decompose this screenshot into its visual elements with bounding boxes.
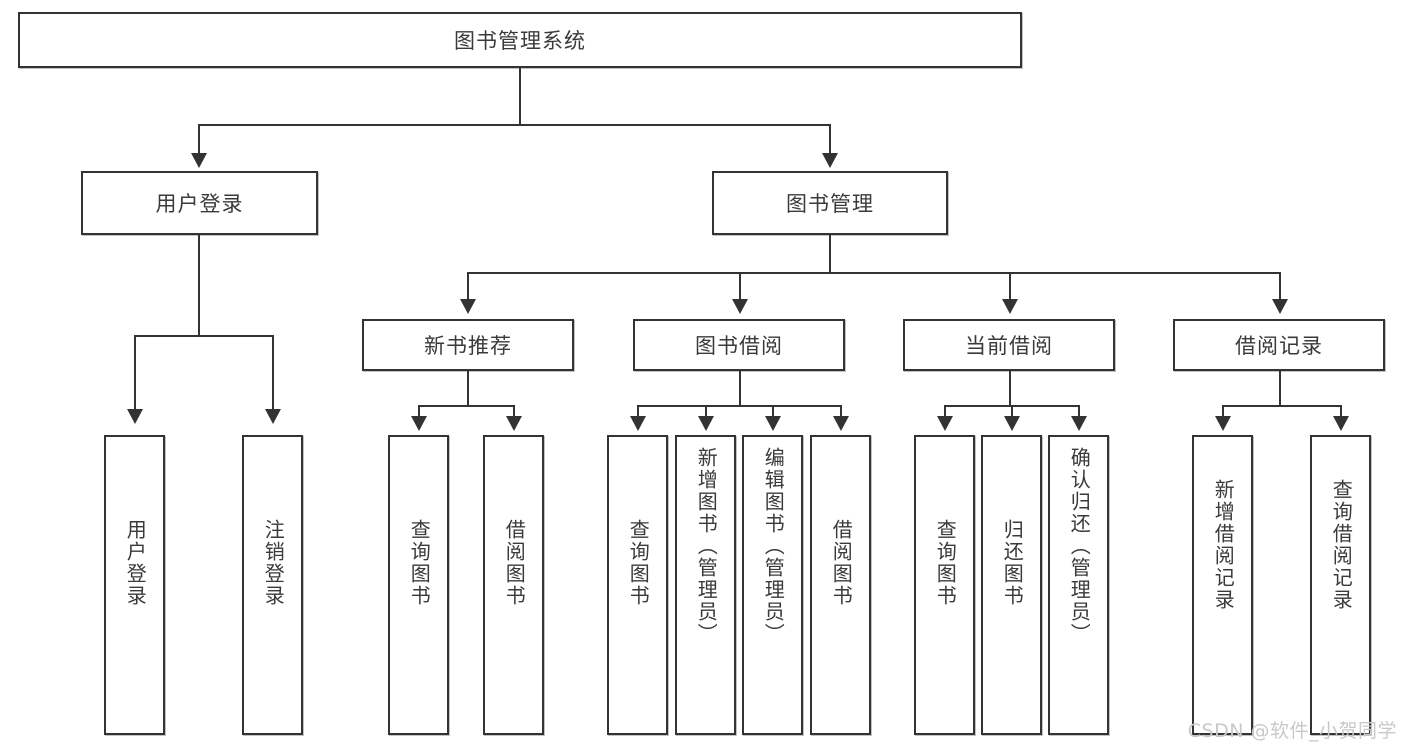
connector-bm-drop-1 [467, 272, 469, 300]
connector-br-drop-2 [1340, 405, 1342, 417]
connector-bb-drop-4 [840, 405, 842, 417]
leaf-borrow-book-2-label: 借阅图书 [829, 519, 854, 607]
node-borrow-record-label: 借阅记录 [1235, 334, 1323, 358]
leaf-add-record[interactable]: 新增借阅记录 [1192, 435, 1253, 735]
leaf-edit-book[interactable]: 编辑图书（管理员） [742, 435, 803, 735]
leaf-query-book-3[interactable]: 查询图书 [914, 435, 975, 735]
connector-bm-drop-2 [739, 272, 741, 300]
arrow-to-leaf-borrow-book-2 [833, 416, 849, 431]
connector-bb-bus [637, 405, 842, 407]
leaf-edit-book-label: 编辑图书（管理员） [761, 447, 786, 645]
connector-book-manage-bus [467, 272, 1279, 274]
node-book-borrow[interactable]: 图书借阅 [633, 319, 845, 371]
connector-cb-drop-3 [1078, 405, 1080, 417]
node-new-book-recommend-label: 新书推荐 [424, 334, 512, 358]
connector-root-to-user-login [198, 124, 200, 156]
connector-bb-drop-3 [772, 405, 774, 417]
leaf-confirm-return-label: 确认归还（管理员） [1067, 447, 1092, 645]
leaf-borrow-book-2[interactable]: 借阅图书 [810, 435, 871, 735]
leaf-add-book-label: 新增图书（管理员） [694, 447, 719, 645]
arrow-root-to-user-login [191, 153, 207, 168]
node-current-borrow-label: 当前借阅 [965, 334, 1053, 358]
leaf-query-book-1-label: 查询图书 [407, 519, 432, 607]
connector-root-stem [519, 68, 521, 125]
arrow-to-leaf-borrow-book-1 [506, 416, 522, 431]
arrow-to-leaf-query-book-2 [630, 416, 646, 431]
node-book-manage-label: 图书管理 [786, 192, 874, 216]
connector-cb-drop-1 [944, 405, 946, 417]
node-root-label: 图书管理系统 [454, 29, 586, 53]
node-borrow-record[interactable]: 借阅记录 [1173, 319, 1385, 371]
leaf-borrow-book-1-label: 借阅图书 [502, 519, 527, 607]
arrow-to-leaf-edit-book [765, 416, 781, 431]
connector-user-login-drop-2 [272, 335, 274, 410]
leaf-query-book-3-label: 查询图书 [933, 519, 958, 607]
arrow-to-leaf-query-book-3 [937, 416, 953, 431]
leaf-add-book[interactable]: 新增图书（管理员） [675, 435, 736, 735]
leaf-query-book-2-label: 查询图书 [626, 519, 651, 607]
arrow-to-leaf-return-book [1004, 416, 1020, 431]
node-book-manage[interactable]: 图书管理 [712, 171, 948, 235]
connector-nbr-drop-1 [418, 405, 420, 417]
leaf-confirm-return[interactable]: 确认归还（管理员） [1048, 435, 1109, 735]
arrow-to-new-book-recommend [460, 299, 476, 314]
connector-root-to-book-manage [829, 124, 831, 156]
node-user-login[interactable]: 用户登录 [81, 171, 318, 235]
connector-bb-stem [739, 371, 741, 406]
watermark: CSDN @软件_小贺同学 [1187, 720, 1397, 742]
leaf-return-book-label: 归还图书 [1000, 519, 1025, 607]
leaf-query-record[interactable]: 查询借阅记录 [1310, 435, 1371, 735]
arrow-to-leaf-confirm-return [1071, 416, 1087, 431]
connector-user-login-bus [134, 335, 274, 337]
arrow-to-leaf-query-record [1333, 416, 1349, 431]
connector-book-manage-stem [829, 235, 831, 273]
arrow-to-leaf-add-record [1215, 416, 1231, 431]
connector-bm-drop-4 [1279, 272, 1281, 300]
connector-nbr-drop-2 [513, 405, 515, 417]
leaf-query-book-2[interactable]: 查询图书 [607, 435, 668, 735]
connector-br-bus [1222, 405, 1341, 407]
node-new-book-recommend[interactable]: 新书推荐 [362, 319, 574, 371]
connector-br-stem [1279, 371, 1281, 406]
connector-user-login-drop-1 [134, 335, 136, 410]
connector-nbr-stem [467, 371, 469, 406]
node-book-borrow-label: 图书借阅 [695, 334, 783, 358]
node-current-borrow[interactable]: 当前借阅 [903, 319, 1115, 371]
arrow-to-leaf-logout-login [265, 409, 281, 424]
connector-cb-stem [1009, 371, 1011, 406]
arrow-to-leaf-query-book-1 [411, 416, 427, 431]
leaf-return-book[interactable]: 归还图书 [981, 435, 1042, 735]
connector-user-login-stem [198, 235, 200, 336]
leaf-user-login-label: 用户登录 [123, 519, 148, 607]
arrow-to-current-borrow [1002, 299, 1018, 314]
leaf-user-login[interactable]: 用户登录 [104, 435, 165, 735]
node-root[interactable]: 图书管理系统 [18, 12, 1022, 68]
arrow-root-to-book-manage [822, 153, 838, 168]
leaf-logout-login-label: 注销登录 [261, 519, 286, 607]
connector-nbr-bus [418, 405, 514, 407]
connector-root-bus [198, 124, 831, 126]
connector-br-drop-1 [1222, 405, 1224, 417]
node-user-login-label: 用户登录 [155, 192, 244, 216]
arrow-to-borrow-record [1272, 299, 1288, 314]
leaf-query-record-label: 查询借阅记录 [1329, 479, 1354, 611]
arrow-to-leaf-add-book [698, 416, 714, 431]
leaf-add-record-label: 新增借阅记录 [1211, 479, 1236, 611]
connector-bb-drop-1 [637, 405, 639, 417]
connector-bm-drop-3 [1009, 272, 1011, 300]
leaf-logout-login[interactable]: 注销登录 [242, 435, 303, 735]
leaf-borrow-book-1[interactable]: 借阅图书 [483, 435, 544, 735]
connector-bb-drop-2 [705, 405, 707, 417]
leaf-query-book-1[interactable]: 查询图书 [388, 435, 449, 735]
arrow-to-leaf-user-login [127, 409, 143, 424]
arrow-to-book-borrow [732, 299, 748, 314]
connector-cb-drop-2 [1011, 405, 1013, 417]
